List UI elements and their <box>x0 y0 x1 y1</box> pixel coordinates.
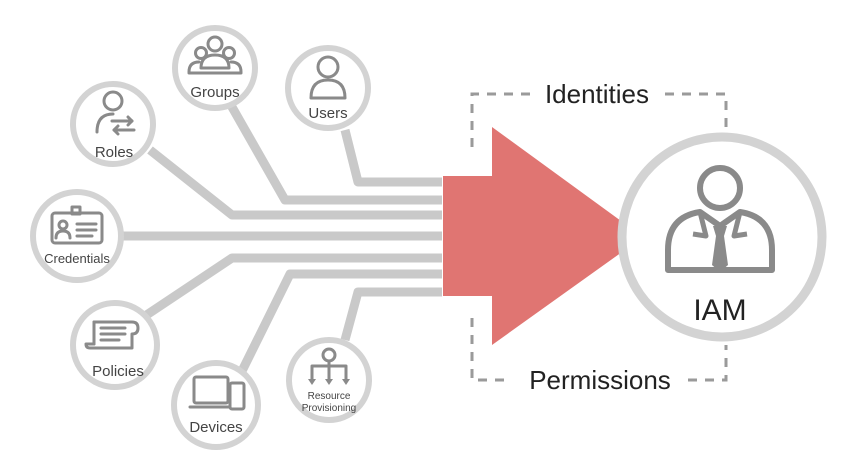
devices-icon <box>188 375 246 411</box>
provisioning-tree-icon <box>308 347 350 385</box>
identities-label: Identities <box>545 79 649 109</box>
source-node-policies: Policies <box>70 300 160 390</box>
source-node-roles: Roles <box>70 81 156 167</box>
id-card-icon <box>50 205 104 245</box>
users-bubble <box>285 45 371 131</box>
devices-label: Devices <box>189 419 242 436</box>
groups-label: Groups <box>190 84 239 101</box>
resource-label-line1: Resource <box>308 391 351 402</box>
resource-label-line2: Provisioning <box>302 403 356 414</box>
connector-policies <box>139 253 442 322</box>
policies-label: Policies <box>92 363 144 380</box>
group-icon <box>187 35 243 75</box>
source-node-resource-provisioning: Resource Provisioning <box>286 337 372 423</box>
iam-label: IAM <box>693 294 746 327</box>
source-node-credentials: Credentials <box>30 189 124 283</box>
bracket-top-right <box>665 92 728 130</box>
permissions-label: Permissions <box>529 365 671 395</box>
connector-roles <box>147 146 442 220</box>
connector-groups <box>224 97 442 205</box>
connector-lines <box>122 97 442 377</box>
source-node-users: Users <box>285 45 371 131</box>
connector-users <box>340 128 442 187</box>
bracket-bottom-right <box>688 345 728 382</box>
scroll-document-icon <box>84 320 140 350</box>
admin-person-icon <box>665 165 775 273</box>
iam-target-node: IAM <box>617 132 827 342</box>
users-label: Users <box>308 105 347 122</box>
roles-bubble <box>70 81 156 167</box>
bracket-top-left <box>470 92 530 155</box>
flow-arrow <box>443 127 643 345</box>
identities-permissions-bracket <box>470 92 728 382</box>
role-switch-icon <box>95 90 136 136</box>
roles-label: Roles <box>95 144 133 161</box>
bracket-bottom-left <box>470 318 512 382</box>
source-node-groups: Groups <box>172 25 258 111</box>
source-node-devices: Devices <box>171 360 261 450</box>
credentials-label: Credentials <box>44 251 110 266</box>
connector-resource <box>340 287 442 342</box>
user-icon <box>309 55 347 100</box>
connector-devices <box>235 269 442 377</box>
